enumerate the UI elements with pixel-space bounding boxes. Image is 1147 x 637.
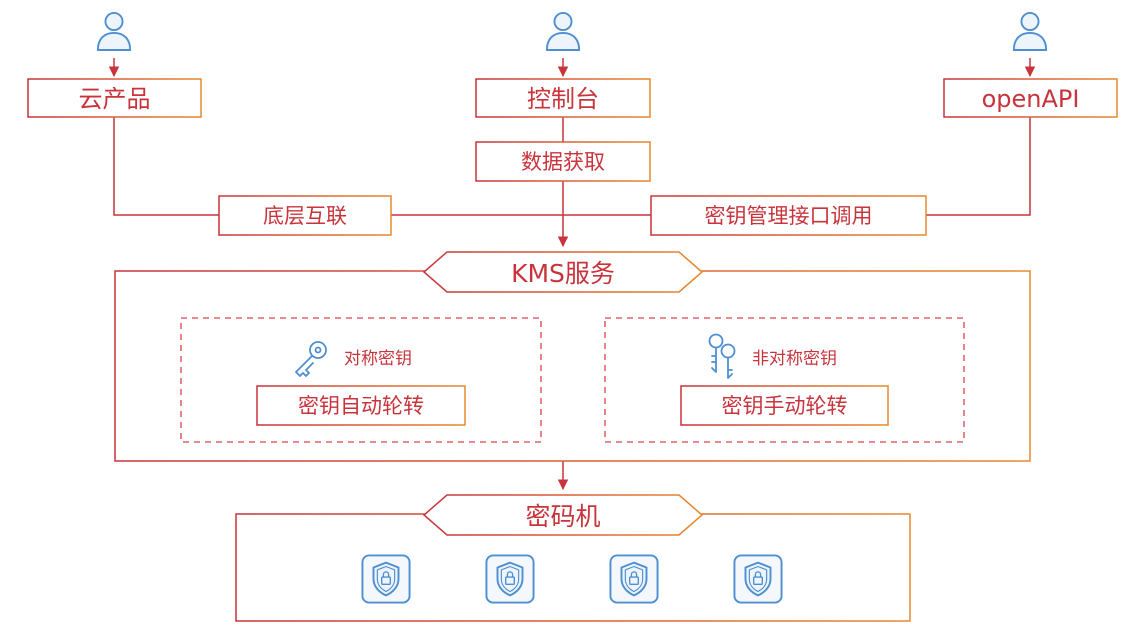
hsm-panel: 密码机 [235,494,911,622]
user-icon [96,11,132,51]
channel-data-fetch: 数据获取 [475,141,651,182]
kms-service-title-tag [422,251,704,293]
keys-icon [708,333,736,379]
asymmetric-key-panel: 非对称密钥 密钥手动轮转 [604,317,965,443]
shield-lock-icon [361,554,411,604]
asymmetric-key-action: 密钥手动轮转 [722,394,848,418]
shield-lock-icon [485,554,535,604]
connectors [108,58,1036,491]
channel-key-api-label: 密钥管理接口调用 [705,204,873,228]
symmetric-key-label: 对称密钥 [344,349,412,369]
entry-cloud-products-label: 云产品 [79,85,151,113]
asymmetric-key-label: 非对称密钥 [752,349,837,369]
shield-lock-icon [733,554,783,604]
user-icon [1012,11,1048,51]
user-icon [545,11,581,51]
openapi-to-keyapi-connector [926,117,1031,216]
symmetric-key-panel: 对称密钥 密钥自动轮转 [180,317,542,443]
shield-lock-icon [609,554,659,604]
hsm-title-tag [422,494,704,536]
entry-open-api: openAPI [943,78,1118,118]
channel-data-fetch-label: 数据获取 [521,150,605,174]
kms-service-title: KMS服务 [511,259,615,288]
entry-console: 控制台 [475,78,651,118]
kms-service-panel: KMS服务 对称密钥 密钥自动轮转 非对称密钥 密钥手动轮转 [114,251,1031,462]
hsm-title: 密码机 [525,502,600,531]
channel-key-api: 密钥管理接口调用 [650,195,927,236]
symmetric-key-action: 密钥自动轮转 [298,394,424,418]
channel-interconnect: 底层互联 [218,195,392,236]
key-icon [295,341,327,377]
cloud-to-interconnect-connector [113,117,219,216]
entry-cloud-products: 云产品 [27,78,202,118]
channel-interconnect-label: 底层互联 [263,204,347,228]
entry-console-label: 控制台 [527,85,599,113]
entry-open-api-label: openAPI [982,85,1080,113]
